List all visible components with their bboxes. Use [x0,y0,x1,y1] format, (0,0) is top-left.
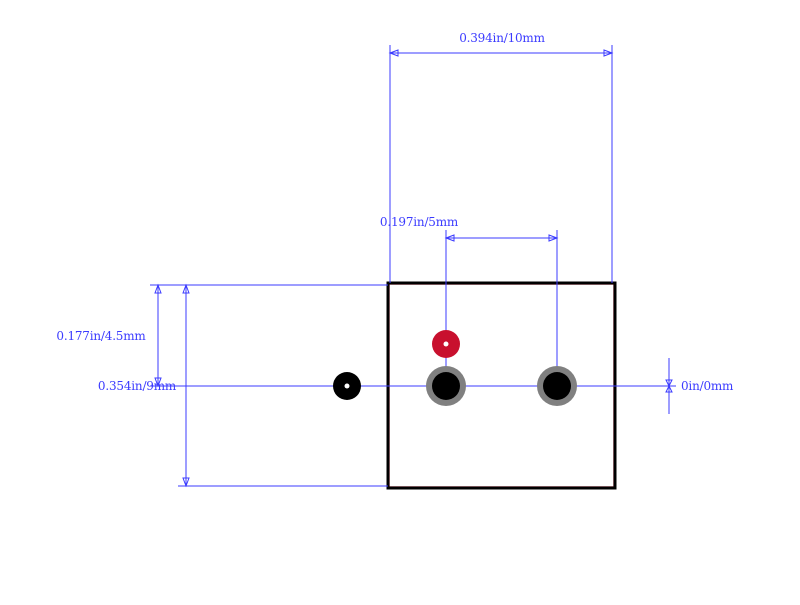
dimension-height-offset [150,283,388,388]
pad-reference [333,372,361,400]
arrow-bottom [154,377,162,388]
arrow-top [182,283,190,294]
pad-core [432,372,460,400]
dimension-width-total [388,45,614,283]
pad-drill [344,383,350,389]
arrow-up [665,379,673,388]
pad-drill [443,341,449,347]
pad-1 [426,366,466,406]
dimension-zero-offset-label: 0in/0mm [681,379,734,393]
pad-highlight [432,330,460,358]
dimension-height-offset-label: 0.177in/4.5mm [56,329,146,343]
dimension-width-total-label: 0.394in/10mm [459,31,545,45]
dimension-pitch [444,230,559,386]
arrow-left [444,234,455,242]
pad-core [543,372,571,400]
pin-row-centerline [150,358,676,414]
arrow-down [665,384,673,393]
arrow-right [603,49,614,57]
arrow-right [548,234,559,242]
arrow-left [388,49,399,57]
arrow-bottom [182,477,190,488]
dimension-pitch-label: 0.197in/5mm [380,215,459,229]
arrow-top [154,283,162,294]
dimension-height-total-label: 0.354in/9mm [98,379,177,393]
pad-2 [537,366,577,406]
